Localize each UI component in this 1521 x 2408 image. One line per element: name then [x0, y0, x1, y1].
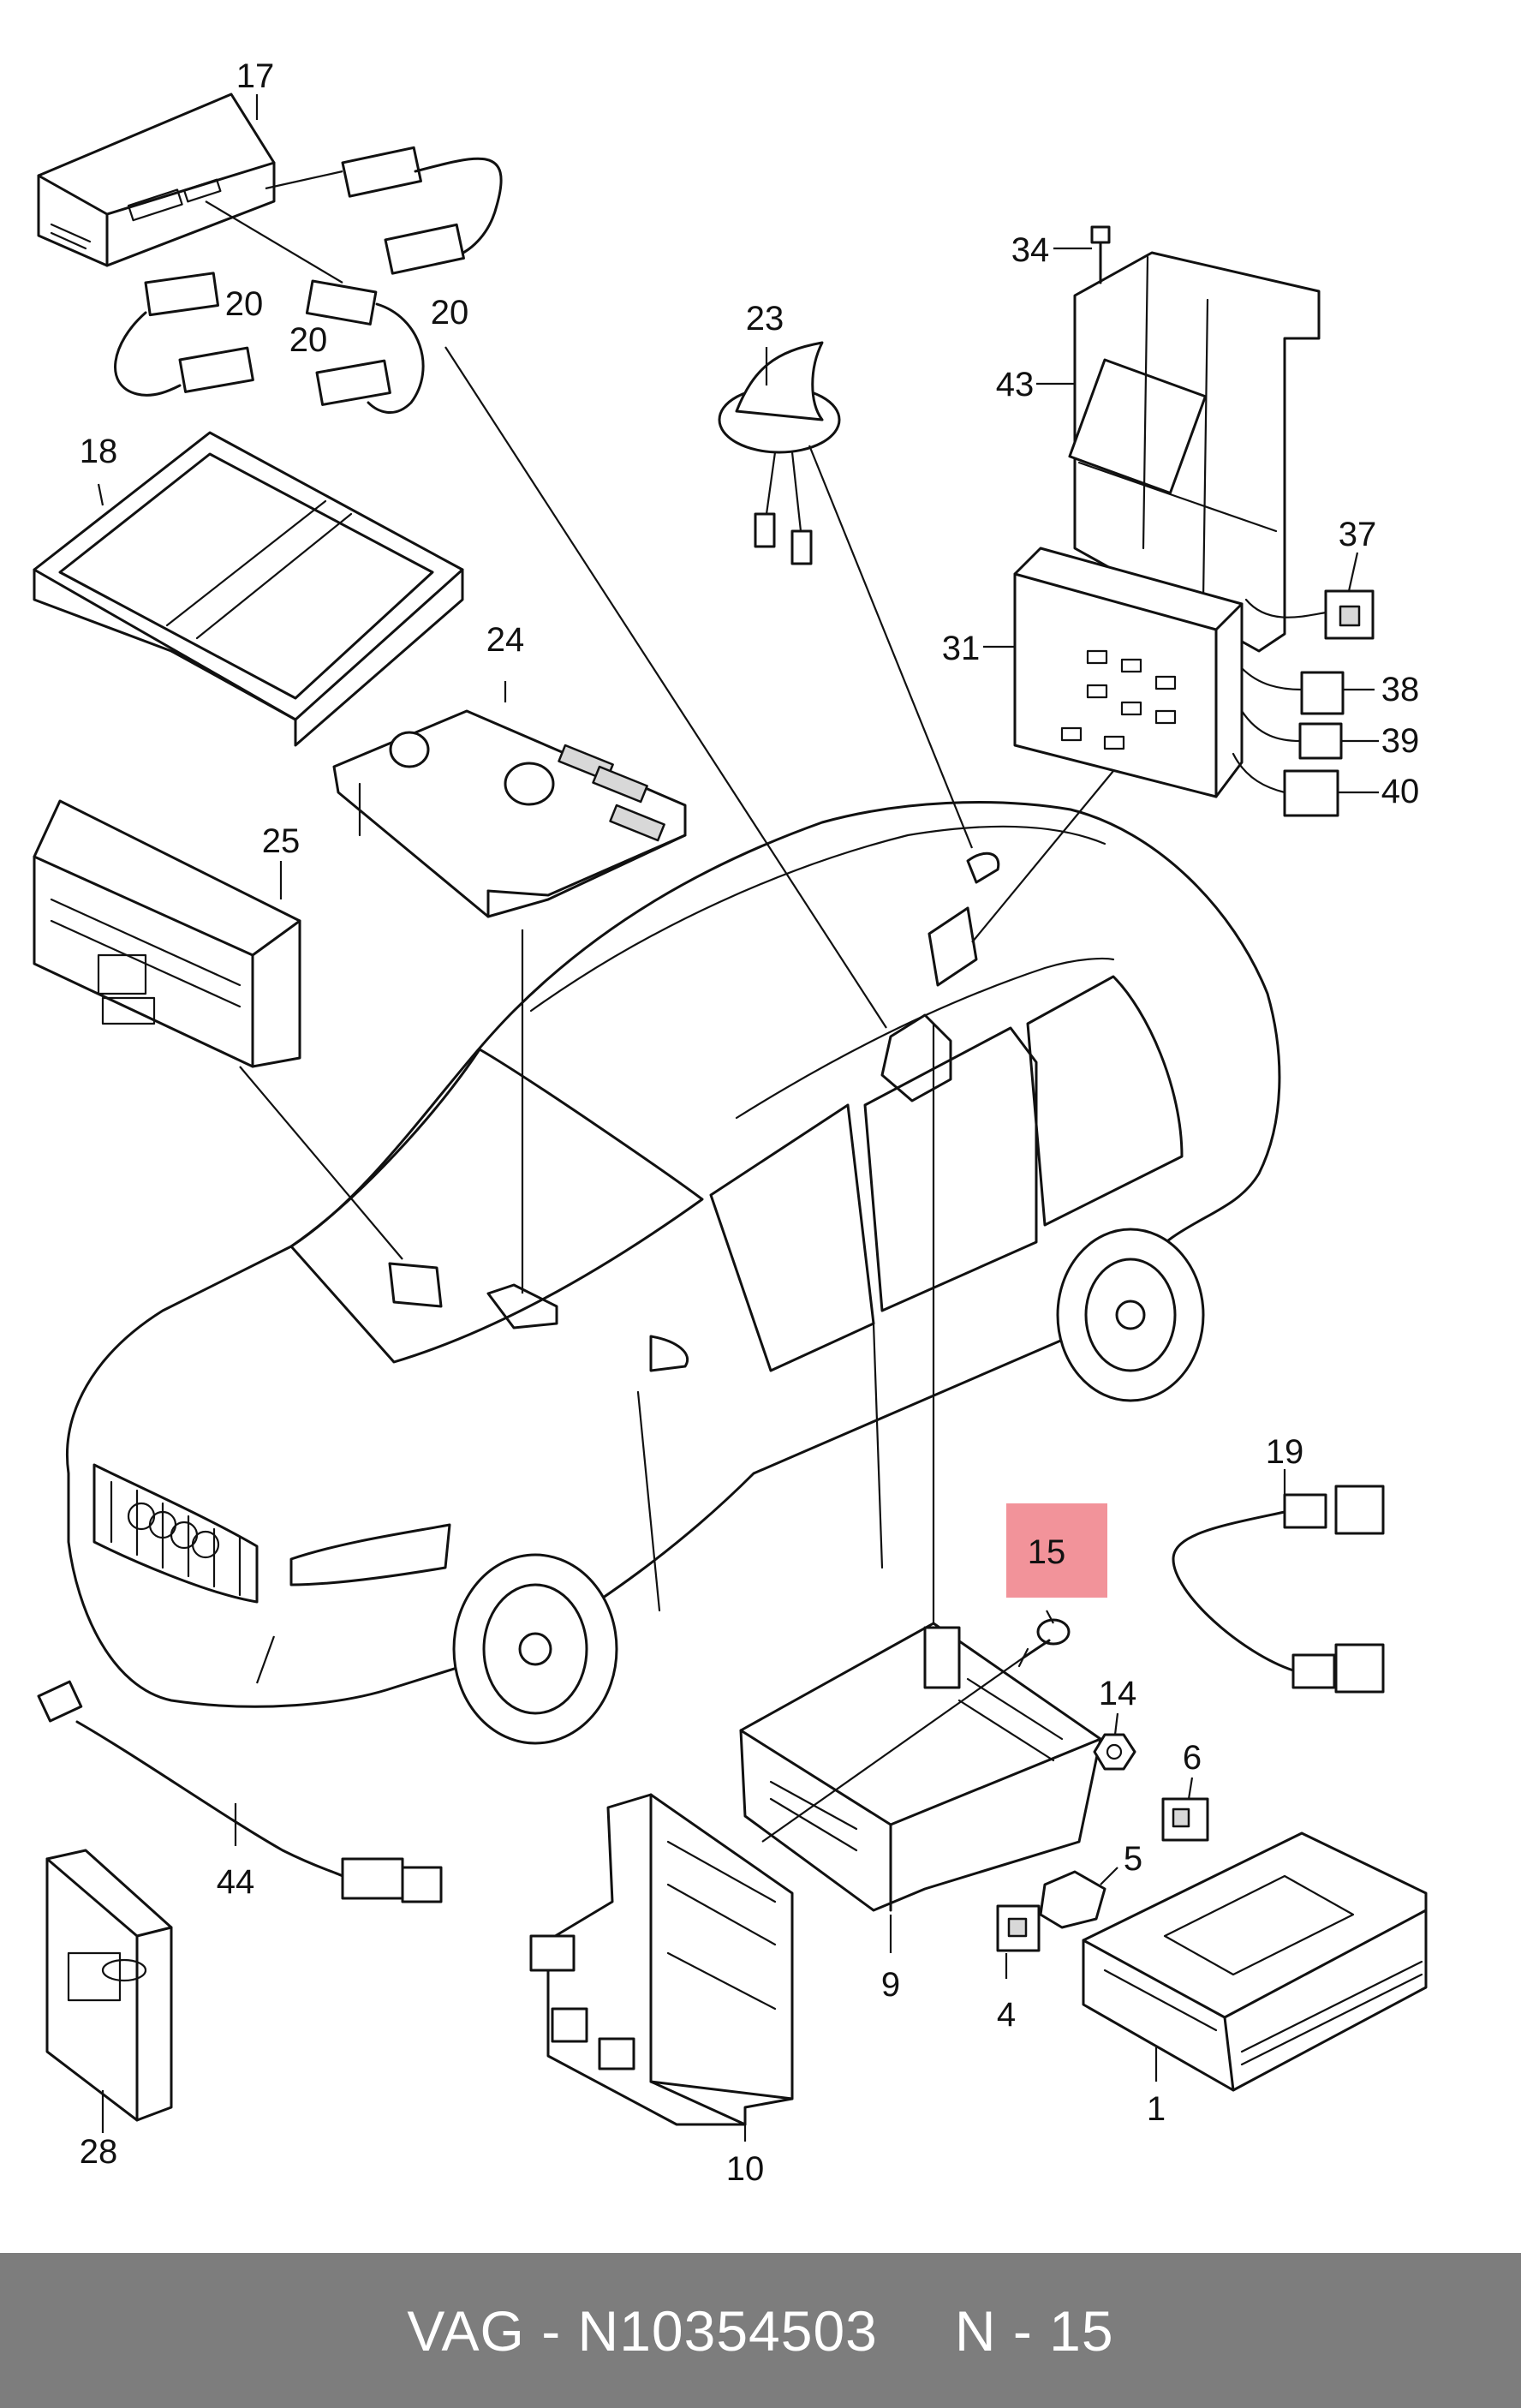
callout-37: 37	[1339, 516, 1377, 553]
part-6-connector	[1161, 1797, 1209, 1842]
part-34-screw	[1090, 225, 1111, 284]
part-20-adapter-cables	[114, 146, 503, 415]
callout-38: 38	[1381, 671, 1420, 708]
vehicle-outline	[66, 801, 1281, 1745]
callout-40: 40	[1381, 773, 1420, 810]
part-15-highlight	[1006, 1503, 1107, 1598]
part-number-label: VAG - N10354503	[407, 2298, 878, 2363]
part-number-footer: VAG - N10354503 N - 15	[0, 2253, 1521, 2408]
callout-20: 20	[225, 285, 264, 323]
callout-19: 19	[1266, 1433, 1304, 1471]
part-4-connector	[996, 1904, 1041, 1952]
callout-20: 20	[431, 294, 469, 332]
part-18-tray	[33, 431, 464, 747]
callout-5: 5	[1124, 1840, 1142, 1878]
part-40-connector	[1232, 752, 1339, 817]
part-10-holder	[529, 1793, 794, 2126]
part-23-roof-antenna	[718, 341, 841, 565]
part-44-antenna-cable	[37, 1680, 443, 1903]
part-19-cable	[1172, 1485, 1385, 1694]
part-31-navigation-unit	[1013, 547, 1244, 798]
callout-9: 9	[881, 1966, 900, 2004]
callout-39: 39	[1381, 722, 1420, 760]
callout-labels: 17 20 20 20 18 23 24 25 34 43 37 31 38 3…	[80, 57, 1420, 2188]
callout-23: 23	[746, 300, 784, 338]
callout-10: 10	[726, 2150, 765, 2188]
callout-17: 17	[236, 57, 275, 95]
part-25-amplifier	[33, 799, 301, 1068]
part-43-bracket	[1068, 251, 1321, 653]
callout-18: 18	[80, 433, 118, 470]
callout-14: 14	[1099, 1675, 1137, 1712]
leader-lines	[97, 94, 1379, 2142]
callout-25: 25	[262, 822, 301, 860]
part-17-control-unit	[37, 93, 343, 284]
part-28-manual	[45, 1849, 173, 2122]
part-1-media-unit	[1082, 1831, 1428, 2092]
part-39-connector	[1240, 709, 1343, 760]
part-15-screw	[761, 1618, 1071, 1843]
part-24-control-panel	[332, 709, 687, 918]
callout-6: 6	[1183, 1739, 1202, 1777]
position-label: N - 15	[954, 2298, 1114, 2363]
callout-34: 34	[1011, 231, 1050, 269]
part-38-connector	[1240, 666, 1345, 715]
callout-43: 43	[996, 366, 1035, 403]
part-5-connector	[1039, 1870, 1106, 1929]
callout-28: 28	[80, 2133, 118, 2171]
callout-31: 31	[942, 630, 981, 667]
callout-1: 1	[1147, 2090, 1166, 2128]
callout-24: 24	[486, 621, 525, 659]
callout-4: 4	[997, 1996, 1016, 2034]
part-9-mounting-bracket	[739, 1622, 1102, 1912]
parts-diagram: 17 20 20 20 18 23 24 25 34 43 37 31 38 3…	[33, 57, 1428, 2188]
part-14-nut	[1093, 1733, 1136, 1771]
callout-44: 44	[217, 1863, 255, 1901]
callout-15: 15	[1028, 1533, 1066, 1571]
callout-20: 20	[289, 321, 328, 359]
